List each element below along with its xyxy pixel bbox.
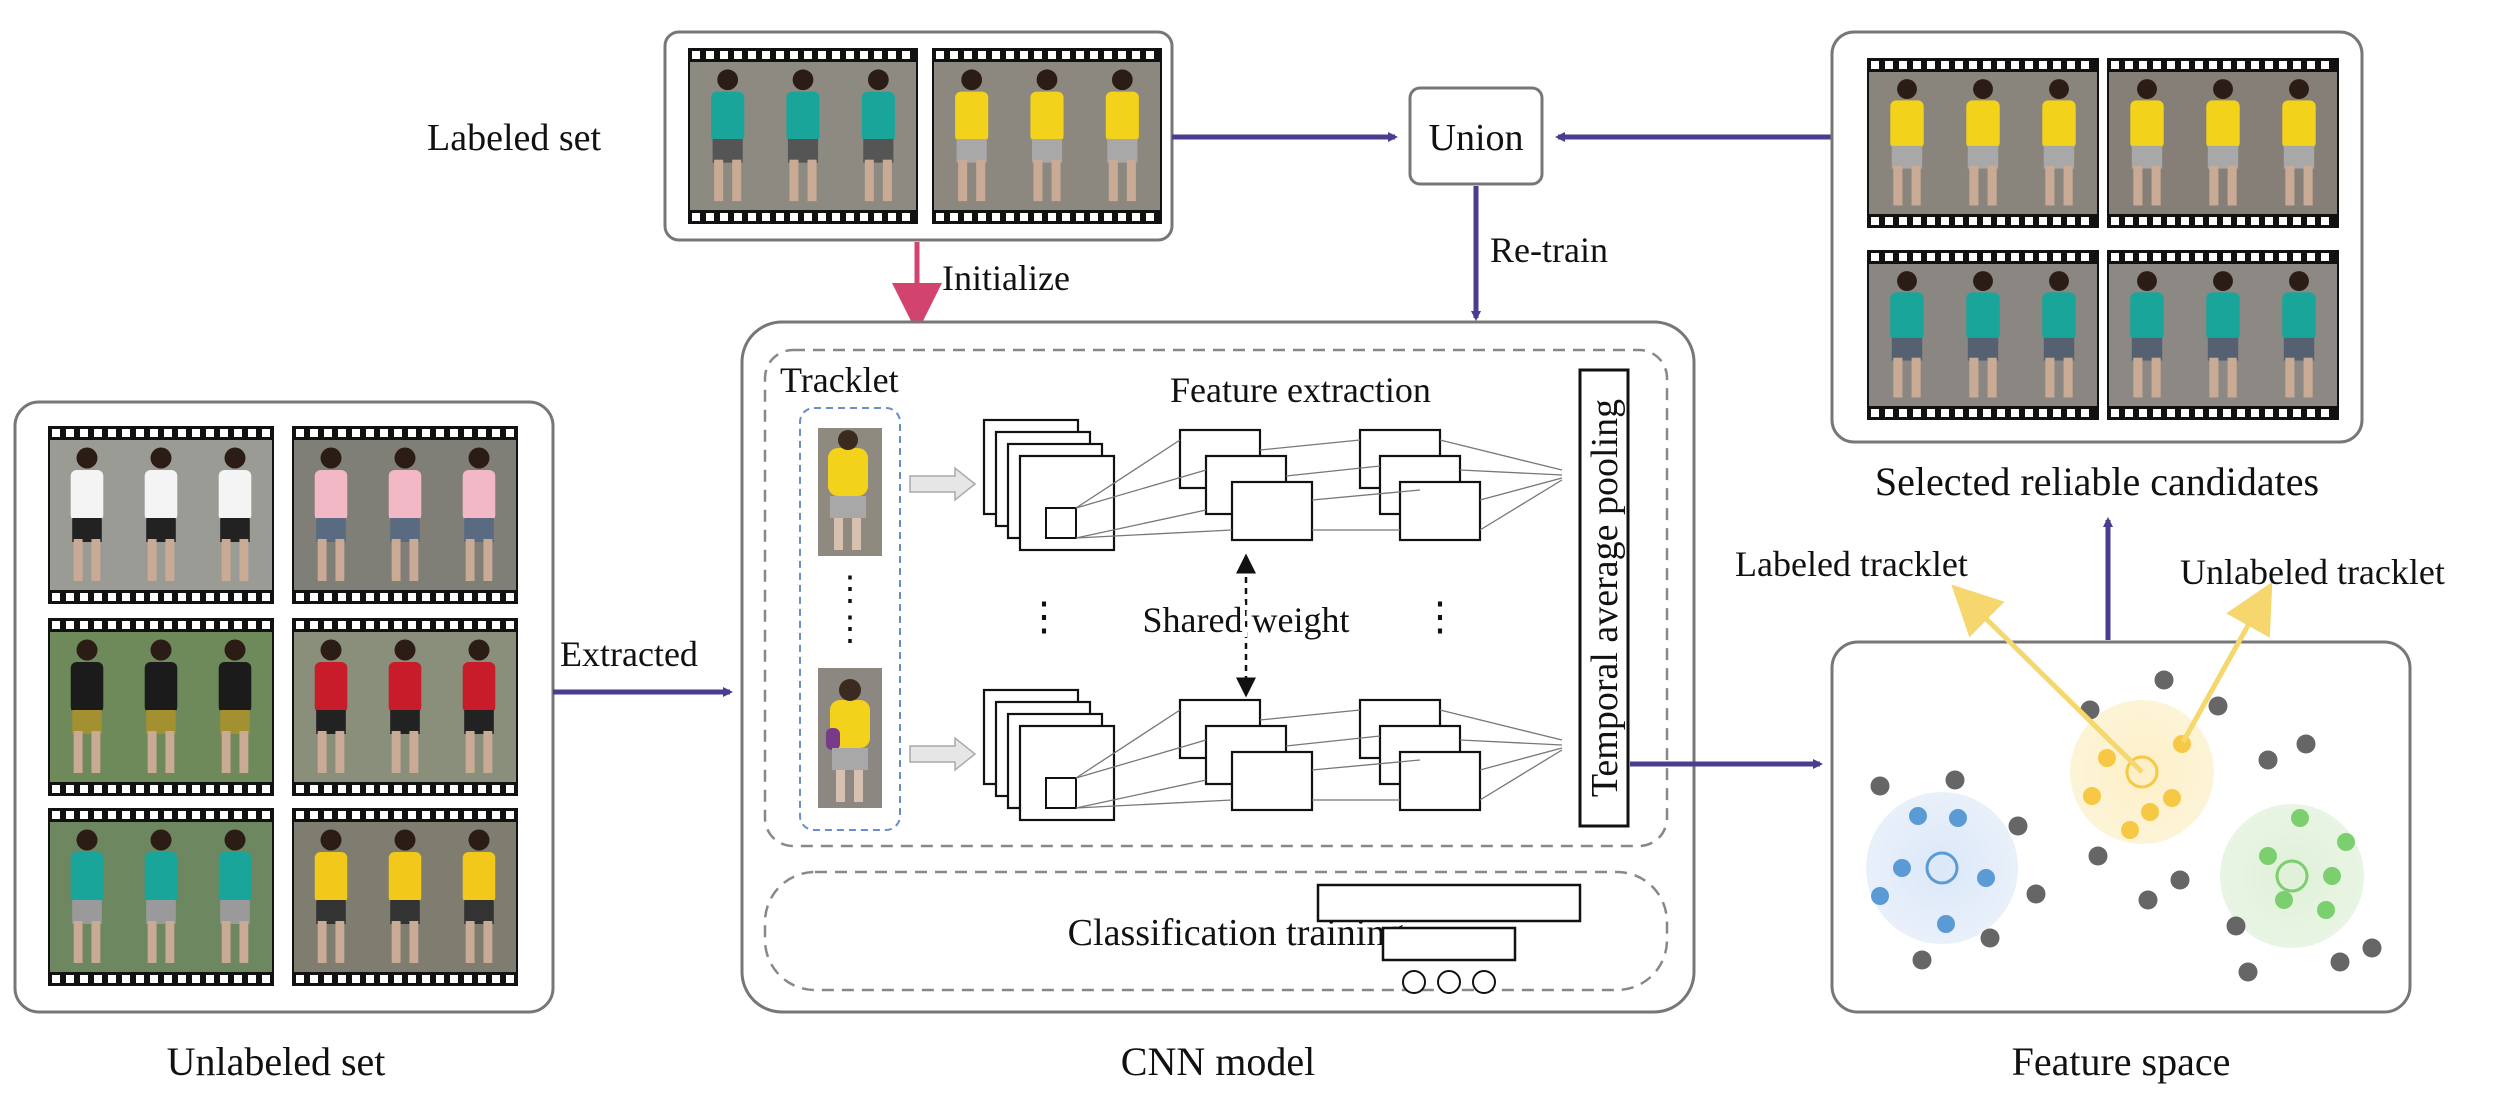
person-frame bbox=[1966, 271, 2000, 398]
labeled-set-label: Labeled set bbox=[427, 117, 602, 159]
extracted-label: Extracted bbox=[560, 634, 698, 674]
filmstrip bbox=[292, 426, 518, 604]
person-frame bbox=[2042, 79, 2076, 206]
person-frame bbox=[314, 447, 348, 581]
stream-ellipsis: ⋮ bbox=[1420, 594, 1460, 639]
feature-extraction-region bbox=[763, 348, 1669, 848]
cnn-model-label: CNN model bbox=[1121, 1039, 1315, 1084]
person-frame bbox=[861, 69, 895, 202]
tracklet-frame-bottom bbox=[818, 668, 882, 808]
filmstrip bbox=[48, 618, 274, 796]
person-frame bbox=[1890, 79, 1924, 206]
person-frame bbox=[462, 447, 496, 581]
person-frame bbox=[218, 639, 252, 773]
person-frame bbox=[144, 639, 178, 773]
filmstrip bbox=[48, 808, 274, 986]
classification-region bbox=[763, 870, 1669, 992]
cnn-stream-top bbox=[982, 418, 1563, 552]
output-node bbox=[1472, 970, 1496, 994]
union-box bbox=[1408, 86, 1544, 186]
feature-space-label: Feature space bbox=[2012, 1039, 2231, 1084]
person-frame bbox=[314, 639, 348, 773]
person-frame bbox=[388, 639, 422, 773]
person-frame bbox=[1966, 79, 2000, 206]
stream-ellipsis: ⋮ bbox=[1024, 594, 1064, 639]
tracklet-box bbox=[799, 407, 901, 831]
person-frame bbox=[388, 447, 422, 581]
person-frame bbox=[144, 829, 178, 963]
labeled-tracklet-label: Labeled tracklet bbox=[1735, 544, 1968, 584]
person-frame bbox=[955, 69, 989, 202]
union-label: Union bbox=[1429, 117, 1524, 159]
person-frame bbox=[388, 829, 422, 963]
fc-layer-wide bbox=[1316, 883, 1582, 923]
person-frame bbox=[462, 639, 496, 773]
person-frame bbox=[2042, 271, 2076, 398]
cnn-stream-bottom bbox=[982, 688, 1563, 822]
fc-layer-narrow bbox=[1381, 926, 1517, 962]
feature-extraction-label: Feature extraction bbox=[1170, 370, 1431, 410]
tracklet-ellipsis: ⋮ bbox=[833, 611, 867, 648]
unlabeled-set-filmstrips bbox=[48, 426, 518, 986]
filmstrip bbox=[932, 48, 1162, 224]
person-frame bbox=[711, 69, 745, 202]
shared-weight-label: Shared weight bbox=[1143, 600, 1350, 640]
person-frame bbox=[70, 447, 104, 581]
filmstrip bbox=[2107, 58, 2339, 228]
filmstrip bbox=[48, 426, 274, 604]
labeled-set-filmstrips bbox=[688, 48, 1162, 224]
initialize-label: Initialize bbox=[942, 258, 1070, 298]
person-frame bbox=[1105, 69, 1139, 202]
person-frame bbox=[314, 829, 348, 963]
person-frame bbox=[70, 829, 104, 963]
unlabeled-set-label: Unlabeled set bbox=[167, 1039, 386, 1084]
person-frame bbox=[218, 447, 252, 581]
input-arrow-bottom bbox=[909, 736, 977, 772]
person-frame bbox=[70, 639, 104, 773]
unlabeled-tracklet-arrow bbox=[2180, 581, 2273, 744]
tracklet-label: Tracklet bbox=[780, 360, 899, 400]
person-frame bbox=[218, 829, 252, 963]
tracklet-frame-top bbox=[818, 428, 882, 556]
output-node bbox=[1402, 970, 1426, 994]
filmstrip bbox=[292, 618, 518, 796]
person-frame bbox=[1890, 271, 1924, 398]
temporal-pooling-label: Temporal average pooling bbox=[1584, 399, 1626, 797]
person-frame bbox=[1030, 69, 1064, 202]
person-frame bbox=[2206, 271, 2240, 398]
retrain-label: Re-train bbox=[1490, 230, 1608, 270]
input-arrow-top bbox=[909, 466, 977, 502]
labeled-tracklet-arrow bbox=[1951, 584, 2144, 774]
temporal-pooling-box bbox=[1578, 368, 1630, 828]
person-frame bbox=[2130, 79, 2164, 206]
filmstrip bbox=[1867, 250, 2099, 420]
selected-candidates-label: Selected reliable candidates bbox=[1875, 459, 2319, 504]
cluster-blue-region bbox=[1866, 792, 2018, 944]
person-frame bbox=[462, 829, 496, 963]
person-frame bbox=[144, 447, 178, 581]
selected-candidates-filmstrips bbox=[1867, 58, 2339, 420]
person-frame bbox=[2130, 271, 2164, 398]
filmstrip bbox=[292, 808, 518, 986]
person-frame bbox=[2206, 79, 2240, 206]
filmstrip bbox=[688, 48, 918, 224]
tracklet-ellipsis: ⋮ bbox=[833, 571, 867, 608]
filmstrip bbox=[2107, 250, 2339, 420]
output-node bbox=[1437, 970, 1461, 994]
person-frame bbox=[786, 69, 820, 202]
unlabeled-tracklet-label: Unlabeled tracklet bbox=[2180, 552, 2445, 592]
person-frame bbox=[2282, 79, 2316, 206]
filmstrip bbox=[1867, 58, 2099, 228]
person-frame bbox=[2282, 271, 2316, 398]
